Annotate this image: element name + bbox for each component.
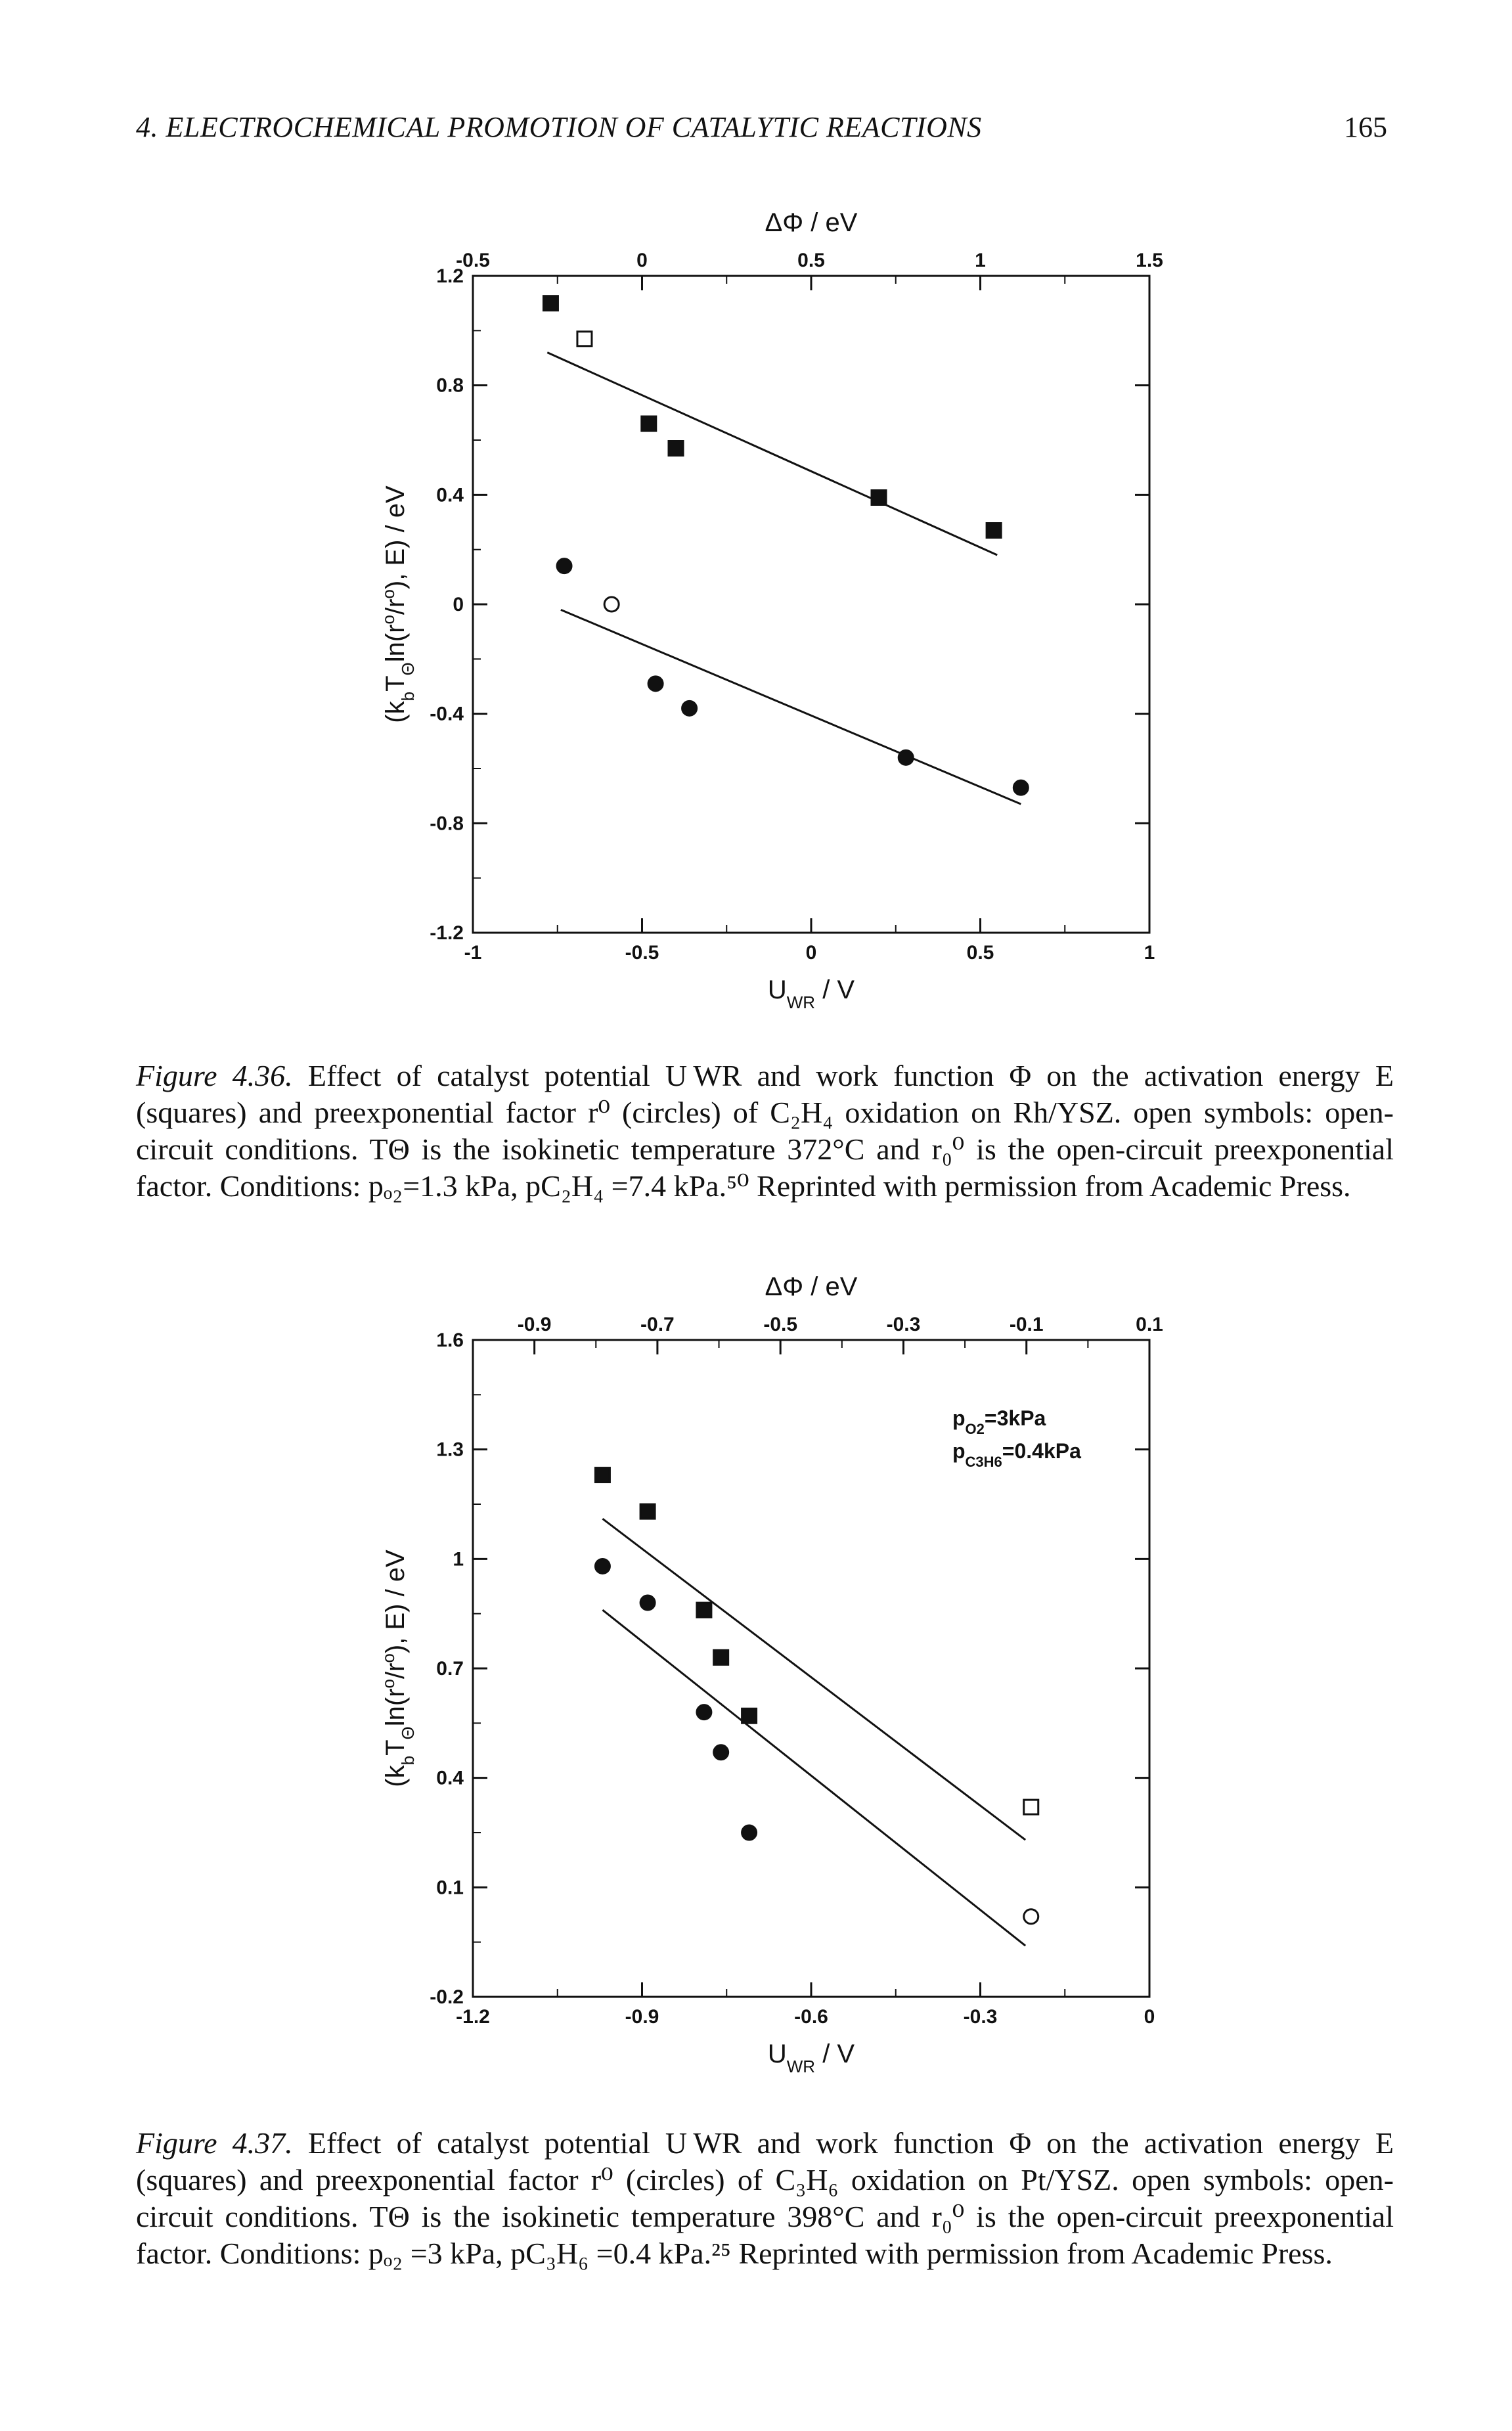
y-tick-label: 0.1 [436,1877,464,1898]
figure-4-37-label: Figure 4.37. [136,2126,293,2160]
x2-tick-label: -0.1 [1010,1314,1044,1335]
figure-4-37-plot: -1.2 -0.9 -0.6 -0.3 0 -0.9 -0.7 -0.5 -0.3 -0.1 0.1… [378,1272,1163,2076]
x2-axis-title: ΔΦ / eV [765,1272,858,1301]
y-tick-label: -0.8 [430,813,464,834]
y-axis-title: (kbTΘln(ro/ro), E) / eV [378,1550,418,1787]
running-title: 4. ELECTROCHEMICAL PROMOTION OF CATALYTI… [136,111,982,143]
x-tick-label: -0.6 [794,2006,828,2028]
x2-tick-label: 1.5 [1136,250,1163,271]
annotation-po2: pO2=3kPa [952,1406,1046,1437]
plot-frame [472,1339,1151,1998]
y-tick-label: 1 [453,1548,464,1570]
y-tick-label: 0.4 [436,1768,464,1789]
circle-point [639,1594,656,1611]
x2-tick-label: -0.9 [518,1314,552,1335]
square-point [741,1707,758,1724]
y-tick-label: 0.8 [436,375,464,397]
figure-4-37-caption-text: Effect of catalyst potential U WR and wo… [136,2126,1394,2270]
square-fit-line [546,351,998,556]
annotation-pc3h6: pC3H6=0.4kPa [952,1439,1081,1470]
x-tick-label: -0.5 [625,942,659,964]
x2-axis-title: ΔΦ / eV [765,208,858,237]
square-point [594,1467,611,1484]
open-circle-point [603,596,620,613]
figure-4-36-caption-text: Effect of catalyst potential U WR and wo… [136,1059,1394,1203]
circle-point [647,675,664,692]
square-point [985,522,1002,539]
circle-point [696,1704,713,1721]
y-tick-label: -0.2 [430,1986,464,2008]
circle-fit-line [560,608,1021,805]
x-tick-label: -1.2 [456,2006,490,2028]
y-tick-label: 1.2 [436,265,464,287]
circle-point [1012,779,1029,796]
x-axis-title: UWR / V [768,975,855,1012]
circle-point [713,1744,730,1761]
x-tick-label: 0.5 [967,942,994,964]
x-tick-label: 1 [1144,942,1155,964]
plot-frame [472,275,1151,934]
y-tick-label: 1.6 [436,1329,464,1351]
x2-tick-label: -0.5 [456,250,490,271]
x2-tick-label: 0 [636,250,648,271]
x-tick-label: 0 [806,942,817,964]
square-point [542,295,559,312]
figure-4-36-plot: -1 -0.5 0 0.5 1 -0.5 0 0.5 1 1.5 1.2 0.8 0.4 0 -0.4 -0.… [378,208,1163,1012]
y-tick-label: 1.3 [436,1439,464,1461]
figure-4-37-chart: -1.2 -0.9 -0.6 -0.3 0 -0.9 -0.7 -0.5 -0.3 -0.1 0.1… [342,1258,1195,2118]
x-tick-label: -0.9 [625,2006,659,2028]
open-square-point [1023,1798,1040,1816]
x-tick-label: 0 [1144,2006,1155,2028]
y-tick-label: -1.2 [430,922,464,944]
square-point [640,415,657,432]
x2-tick-label: 0.5 [797,250,825,271]
figure-4-36-chart: -1 -0.5 0 0.5 1 -0.5 0 0.5 1 1.5 1.2 0.8 0.4 0 -0.4 -0.… [342,194,1195,1054]
square-point [696,1601,713,1618]
y-tick-label: 0.4 [436,484,464,506]
open-circle-point [1023,1908,1040,1925]
figure-4-36-label: Figure 4.36. [136,1059,293,1092]
square-fit-line [602,1518,1027,1841]
square-point [870,489,887,506]
open-square-point [576,330,593,347]
page-number: 165 [1344,111,1387,143]
x2-tick-label: -0.3 [887,1314,921,1335]
x2-tick-label: -0.5 [763,1314,797,1335]
y-tick-label: 0.7 [436,1658,464,1680]
circle-point [556,558,573,575]
square-point [713,1649,730,1666]
square-point [667,440,684,457]
circle-point [897,749,914,766]
y-tick-label: -0.4 [430,703,464,725]
x-axis-title: UWR / V [768,2040,855,2076]
circle-point [741,1824,758,1841]
circle-point [681,700,698,717]
x2-tick-label: 1 [975,250,986,271]
x2-tick-label: -0.7 [640,1314,675,1335]
x2-tick-label: 0.1 [1136,1314,1163,1335]
x-tick-label: -0.3 [964,2006,998,2028]
square-point [639,1503,656,1520]
figure-4-36-caption: Figure 4.36. Effect of catalyst potentia… [136,1058,1394,1205]
y-tick-label: 0 [453,594,464,615]
x-tick-label: -1 [464,942,482,964]
y-axis-title: (kbTΘln(ro/ro), E) / eV [378,485,418,723]
circle-point [594,1557,611,1574]
circle-fit-line [602,1609,1027,1947]
figure-4-37-caption: Figure 4.37. Effect of catalyst potentia… [136,2125,1394,2272]
